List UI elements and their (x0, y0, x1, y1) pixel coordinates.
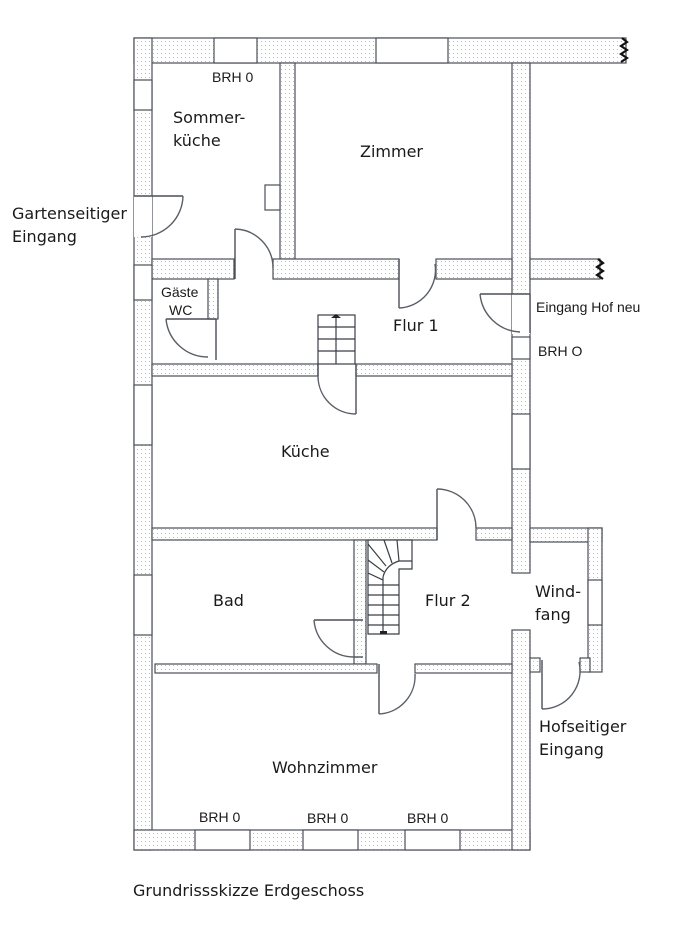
label-flur2: Flur 2 (425, 591, 471, 610)
annotation-brh-bottom-2: BRH 0 (307, 810, 348, 826)
door-garden-entrance[interactable] (134, 195, 184, 238)
label-zimmer: Zimmer (360, 142, 423, 161)
annotation-gartenseitig-2: Eingang (12, 227, 77, 246)
annotation-brh-bottom-1: BRH 0 (199, 809, 240, 825)
wall-h4-b (414, 663, 513, 674)
window-left-gaeste (133, 264, 153, 301)
break-line-middle (595, 258, 605, 280)
annotation-hofseitig-2: Eingang (539, 740, 604, 759)
door-hofseitig[interactable] (541, 660, 581, 710)
annotation-eingang-hof-neu: Eingang Hof neu (536, 299, 640, 315)
stairs-flur2 (367, 539, 413, 635)
label-bad: Bad (213, 591, 244, 610)
stairs-flur1 (317, 314, 356, 365)
wall-right-extension (529, 258, 601, 280)
door-bad[interactable] (313, 619, 363, 658)
label-gaeste-1: Gäste (161, 284, 199, 300)
window-wohn-3 (404, 829, 461, 851)
annotation-gartenseitig-1: Gartenseitiger (12, 204, 127, 223)
annotation-brh-top: BRH 0 (212, 69, 253, 85)
door-kueche[interactable] (317, 364, 357, 415)
plan-caption: Grundrissskizze Erdgeschoss (133, 881, 364, 900)
wall-bad-flur2 (353, 539, 367, 665)
wall-right-lower (511, 629, 531, 851)
wall-windfang-stub-left (529, 657, 541, 673)
label-kueche: Küche (281, 442, 330, 461)
chimney (264, 184, 281, 211)
break-line-top (619, 37, 629, 63)
annotation-brh-bottom-3: BRH 0 (407, 810, 448, 826)
window-right-kueche (511, 413, 531, 470)
door-flur2[interactable] (436, 488, 477, 540)
wall-h4-a (154, 663, 378, 674)
label-sommerkueche-1: Sommer- (173, 108, 245, 127)
label-windfang-2: fang (535, 605, 571, 624)
wall-h1-c (435, 258, 513, 280)
window-brh-hof (511, 336, 531, 360)
wall-h1-b (272, 258, 400, 280)
wall-gaeste-wc (207, 278, 219, 320)
label-gaeste-2: WC (169, 302, 192, 318)
door-eingang-hof-neu[interactable] (479, 293, 531, 334)
window-left-bad (133, 574, 153, 636)
annotation-brh-right: BRH O (538, 343, 582, 359)
interior-walls (151, 62, 513, 674)
annotation-hofseitig-1: Hofseitiger (539, 717, 627, 736)
window-zimmer (375, 37, 449, 64)
door-sommerkueche[interactable] (234, 228, 274, 279)
wall-h3-b (475, 527, 513, 541)
wall-h2-b (355, 363, 513, 377)
window-windfang (587, 579, 603, 626)
window-sommerkueche (213, 37, 258, 64)
window-left-sommerkueche (133, 79, 153, 111)
wall-h3-a (151, 527, 438, 541)
label-sommerkueche-2: küche (173, 131, 221, 150)
label-windfang-1: Wind- (535, 582, 581, 601)
door-wohnzimmer[interactable] (378, 664, 416, 715)
door-zimmer[interactable] (398, 259, 437, 309)
wall-sommerkueche-zimmer (279, 62, 296, 260)
label-wohnzimmer: Wohnzimmer (272, 758, 378, 777)
label-flur1: Flur 1 (393, 316, 439, 335)
wall-h2-a (151, 363, 319, 377)
doors (134, 195, 581, 715)
wall-h1-a (151, 258, 235, 280)
window-wohn-2 (302, 829, 359, 851)
window-left-kueche (133, 384, 153, 446)
window-wohn-1 (194, 829, 251, 851)
door-gaeste-wc[interactable] (165, 318, 217, 360)
wall-windfang-stub-right (579, 657, 591, 673)
windows (133, 37, 603, 851)
